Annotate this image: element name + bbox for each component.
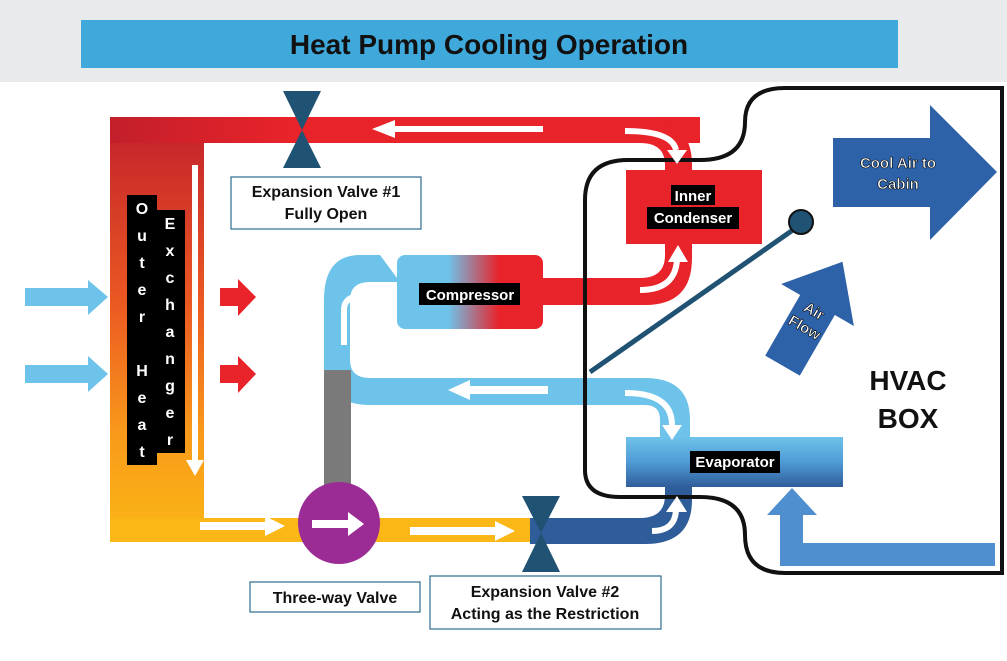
blend-door-icon (588, 222, 802, 375)
inner-condenser-label-bg-1 (671, 185, 715, 205)
outer-heat-exchanger-letter: c (166, 270, 175, 287)
outer-heat-exchanger-letter: O (136, 201, 148, 218)
incoming-air-arrow-icon (25, 356, 108, 392)
outer-heat-exchanger-letter: r (167, 432, 173, 449)
outer-heat-exchanger-label-bg (127, 195, 157, 465)
outer-heat-exchanger-letter: E (165, 216, 176, 233)
title-bar (81, 20, 898, 68)
outer-heat-exchanger-letter: g (165, 378, 175, 395)
outer-heat-exchanger-label-bg (155, 210, 185, 453)
outer-heat-exchanger-letter: r (139, 309, 145, 326)
air-flow-arrow-icon (765, 261, 854, 376)
outer-heat-exchanger-letter: x (166, 243, 175, 260)
flow-arrow-icon (200, 516, 285, 536)
hvac-box-outline (583, 86, 1002, 575)
cool-air-label-2: Cabin (877, 176, 919, 193)
inner-condenser-label-1: Inner (675, 188, 712, 205)
outer-heat-exchanger-letter: a (138, 417, 147, 434)
valve-2-callout (429, 575, 662, 630)
outer-heat-exchanger-letter: H (136, 363, 148, 380)
hvac-label-2: BOX (878, 403, 939, 434)
flow-arrow-icon (448, 380, 548, 400)
heat-out-arrow-icon (220, 356, 256, 393)
cold-pipe-to-evaporator (530, 485, 692, 544)
flow-arrow-icon (186, 165, 204, 476)
heat-out-arrow-icon (220, 279, 256, 316)
outer-heat-exchanger-letter: e (138, 390, 147, 407)
incoming-air-arrow-icon (25, 280, 108, 315)
expansion-valve-1-icon (283, 91, 321, 168)
curved-arrow-heads (358, 150, 688, 512)
page-title: Heat Pump Cooling Operation (290, 29, 688, 60)
outer-heat-exchanger-letter: n (165, 351, 175, 368)
flow-arrow-icon (372, 120, 543, 138)
cool-air-arrow-icon (833, 105, 997, 240)
outer-heat-exchanger-letter: t (139, 444, 145, 461)
expansion-valve-2-icon (522, 496, 560, 572)
blend-door-pivot (788, 209, 814, 235)
bypass-pipe (324, 370, 351, 490)
evaporator-label: Evaporator (695, 454, 774, 471)
outer-heat-exchanger-letter: e (138, 282, 147, 299)
compressor-label: Compressor (426, 287, 515, 304)
curved-flow-arrows (341, 128, 680, 534)
suction-pipe-lower (324, 330, 690, 440)
outer-heat-exchanger-letter: u (137, 228, 147, 245)
three-way-label: Three-way Valve (273, 590, 398, 607)
outer-heat-exchanger-letter: h (165, 297, 175, 314)
outer-heat-exchanger-letter: t (139, 255, 145, 272)
valve-2-label-1: Expansion Valve #2 (471, 584, 620, 601)
valve-1-label-1: Expansion Valve #1 (252, 184, 401, 201)
evaporator-label-bg (690, 451, 780, 473)
compressor-label-bg (419, 283, 520, 305)
hvac-label-1: HVAC (869, 365, 946, 396)
return-air-arrow-icon (767, 488, 995, 566)
valve-1-callout (230, 176, 422, 230)
inner-condenser-label-2: Condenser (654, 210, 733, 227)
cool-air-label-1: Cool Air to (860, 155, 936, 172)
valve-1-label-2: Fully Open (285, 206, 368, 223)
three-way-valve-arrow-icon (312, 512, 364, 536)
outer-heat-exchanger-letter: a (166, 324, 175, 341)
outer-heat-exchanger-letter: e (166, 405, 175, 422)
three-way-callout (249, 581, 421, 613)
valve-2-label-2: Acting as the Restriction (451, 606, 639, 623)
inner-condenser-label-bg-2 (647, 207, 739, 229)
flow-arrow-icon (410, 521, 515, 541)
